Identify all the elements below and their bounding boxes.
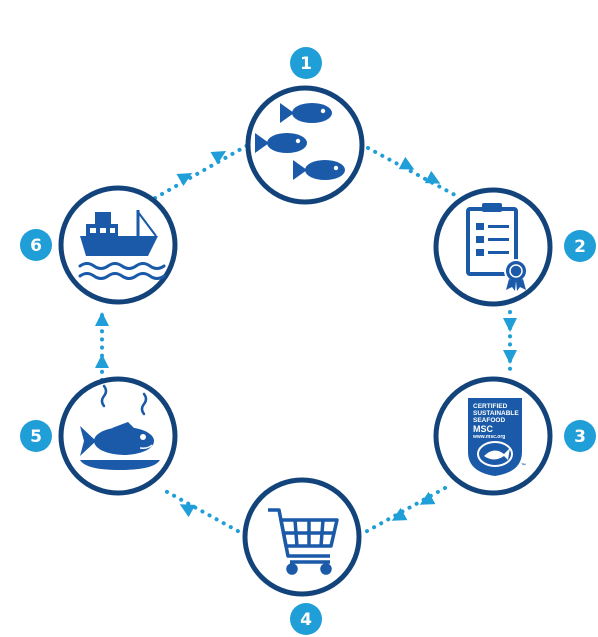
msc-label-line3: SEAFOOD bbox=[473, 417, 505, 424]
msc-label-line2: SUSTAINABLE bbox=[473, 410, 519, 417]
certificate-icon bbox=[466, 203, 528, 291]
connector-4-5 bbox=[158, 486, 247, 537]
arrow-3-4a bbox=[419, 491, 436, 505]
msc-label-brand: MSC bbox=[473, 424, 494, 434]
arrow-3-4b bbox=[391, 507, 408, 521]
step-3-node: CERTIFIED SUSTAINABLE SEAFOOD MSC www.ms… bbox=[433, 376, 596, 496]
step-6-number: 6 bbox=[30, 236, 42, 256]
arrow-4-5 bbox=[179, 504, 196, 518]
connector-1-2 bbox=[366, 146, 457, 197]
cooked-fish-plate-icon bbox=[80, 384, 160, 470]
msc-label-url: www.msc.org bbox=[472, 434, 505, 440]
msc-label-trademark: ™ bbox=[521, 463, 526, 469]
step-4-number: 4 bbox=[300, 610, 312, 630]
step-1-badge bbox=[290, 47, 322, 79]
shopping-cart-icon bbox=[268, 508, 339, 575]
step-6-node: 6 bbox=[20, 185, 178, 305]
step-2-badge bbox=[564, 230, 596, 262]
step-1-node: 1 bbox=[245, 47, 365, 205]
step-6-badge bbox=[20, 229, 52, 261]
fish-school-icon bbox=[255, 103, 345, 180]
step-2-node: 2 bbox=[433, 187, 596, 307]
arrowheads bbox=[95, 151, 517, 521]
step-3-badge bbox=[564, 420, 596, 452]
arrow-1-2 bbox=[398, 156, 415, 170]
step-3-number: 3 bbox=[574, 427, 586, 447]
msc-label-icon: CERTIFIED SUSTAINABLE SEAFOOD MSC www.ms… bbox=[468, 398, 526, 476]
arrow-5-6b bbox=[95, 312, 109, 326]
arrow-1-2b bbox=[424, 170, 441, 184]
arrow-5-6a bbox=[95, 354, 109, 368]
fishing-boat-icon bbox=[78, 210, 166, 280]
step-5-number: 5 bbox=[30, 427, 42, 447]
arrow-2-3b bbox=[503, 350, 517, 364]
step-4-node: 4 bbox=[242, 477, 362, 635]
step-4-ring bbox=[242, 477, 362, 597]
arrow-2-3a bbox=[503, 318, 517, 332]
arrow-6-1a bbox=[176, 173, 193, 187]
arrow-6-1b bbox=[210, 151, 227, 165]
step-5-node: 5 bbox=[20, 376, 178, 496]
step-1-number: 1 bbox=[300, 54, 312, 74]
msc-label-line1: CERTIFIED bbox=[473, 403, 508, 410]
step-2-number: 2 bbox=[574, 237, 586, 257]
step-5-badge bbox=[20, 420, 52, 452]
step-4-badge bbox=[290, 603, 322, 635]
connector-6-1 bbox=[153, 143, 250, 200]
